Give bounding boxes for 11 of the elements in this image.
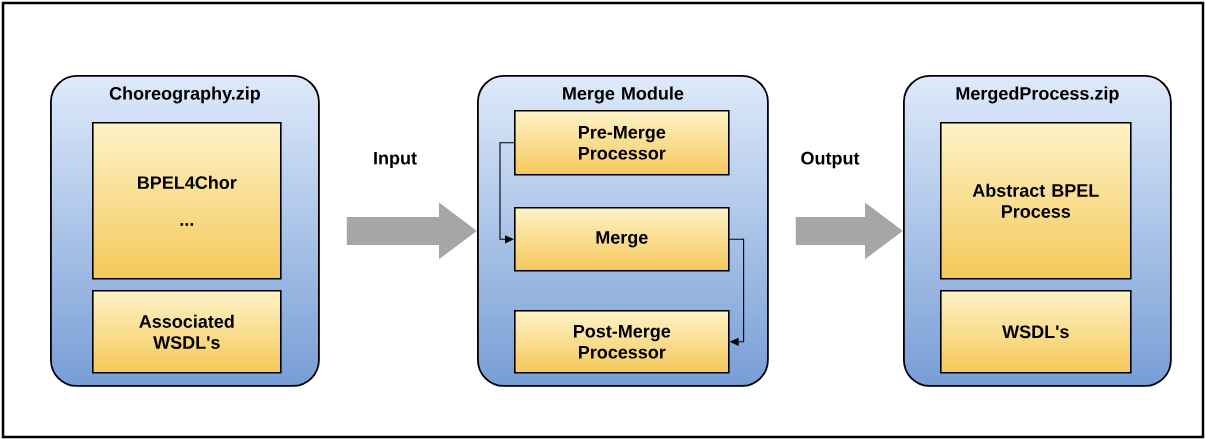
arrow xyxy=(729,238,745,346)
edge-label: Output xyxy=(801,151,860,169)
process-box: BPEL4Chor ... xyxy=(92,122,282,280)
process-box: Pre-Merge Processor xyxy=(514,110,730,176)
process-box: Associated WSDL's xyxy=(92,290,282,374)
process-box: Merge xyxy=(514,207,730,272)
arrow xyxy=(499,142,515,244)
edge-label: Input xyxy=(374,151,417,169)
process-box: WSDL's xyxy=(940,290,1132,374)
process-box: Abstract BPEL Process xyxy=(940,122,1132,280)
process-box: Post-Merge Processor xyxy=(514,310,730,374)
